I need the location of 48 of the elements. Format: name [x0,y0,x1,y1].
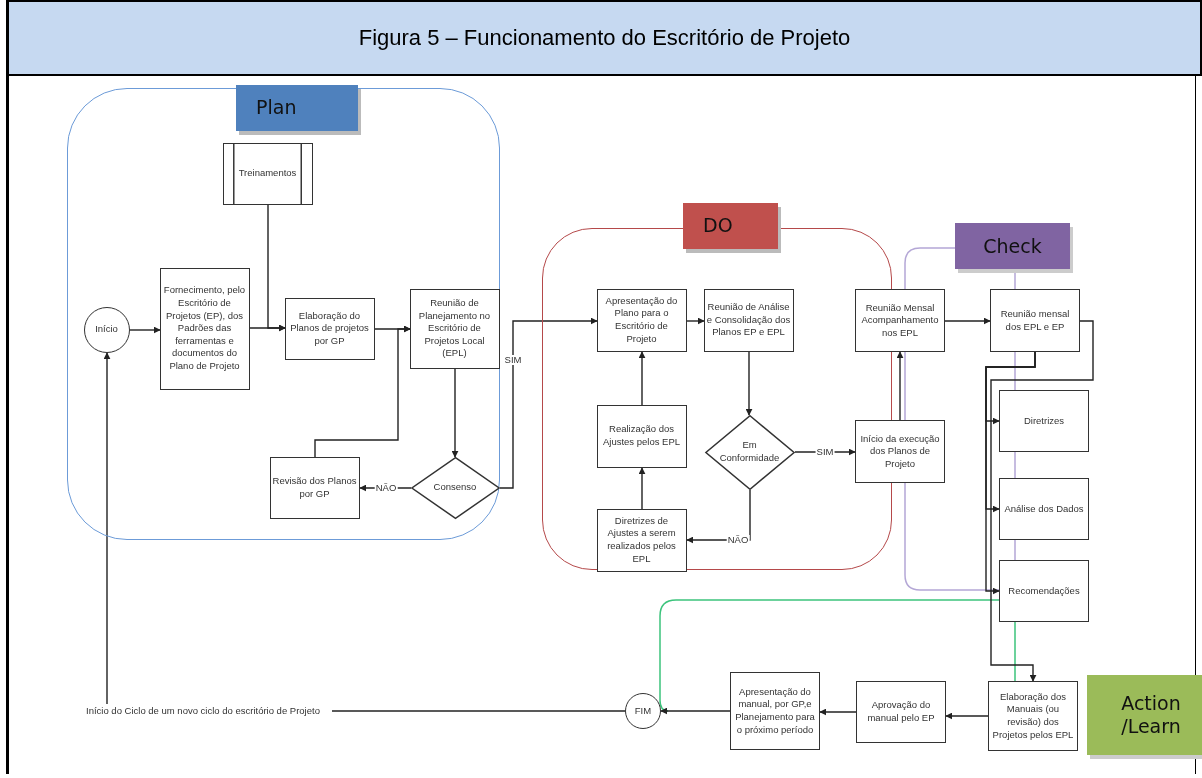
note-text: Início do Ciclo de um novo ciclo do escritório de Projeto [86,704,332,718]
arrow [638,467,646,510]
process-box: Diretrizes [999,390,1089,452]
connector-line [331,710,626,712]
arrow [499,317,598,489]
process-box: Elaboração dos Manuais (ou revisão) dos Projetos pelos EPL [988,681,1078,751]
arrow [944,317,991,325]
arrow [267,204,286,332]
process-box: Elaboração do Planos de projetos por GP [284,297,375,360]
process-box: Realização dos Ajustes pelos EPL [596,404,687,468]
decision-diamond: Consenso [410,456,500,519]
edge-label: SIM [503,355,523,366]
arrow [314,325,411,458]
process-box: Apresentação do manual, por GP,e Planejamento para o próximo período [730,672,820,750]
process-box: Revisão dos Planos por GP [269,456,360,519]
decision-diamond: Em Conformidade [704,414,795,490]
arrow [745,351,753,416]
process-box: Início da execução dos Planos de Projeto [855,420,945,483]
edge-label: NÃO [726,535,750,546]
process-box: Análise dos Dados [999,478,1089,540]
arrow [103,352,111,705]
arrow [451,368,459,458]
arrow [129,326,161,334]
process-box: Diretrizes de Ajustes a serem realizados pelos EPL [596,508,687,572]
terminal-circle: FIM [625,693,661,729]
arrow [638,351,646,406]
process-box: Apresentação do Plano para o Escritório de Projeto [596,288,687,352]
arrow [985,351,1036,595]
process-box: Recomendações [999,560,1089,622]
arrow [990,320,1094,682]
diagram-title: Figura 5 – Funcionamento do Escritório de Projeto [358,25,851,51]
terminal-circle: Início [83,306,130,353]
process-box: Reunião Mensal Acompanhamento nos EPL [855,289,945,352]
process-box: Reunião de Planejamento no Escritório de Projetos Local (EPL) [409,288,500,369]
arrow [686,489,751,544]
subprocess-box: Treinamentos [222,142,313,205]
arrow [819,708,857,716]
process-box: Reunião mensal dos EPL e EP [990,289,1080,352]
process-box: Fornecimento, pelo Escritório de Projetos (EP), dos Padrões das ferramentas e documentos do Plano de Projeto [159,267,250,390]
process-box: Aprovação do manual pelo EP [856,681,946,743]
arrow [896,351,904,421]
edge-label: NÃO [374,483,398,494]
arrow [945,712,989,720]
process-box: Reunião de Análise e Consolidação dos Planos EP e EPL [703,288,794,352]
arrow [686,317,705,325]
edge-label: SIM [815,447,835,458]
arrow [660,707,731,715]
phase-region [67,88,500,540]
